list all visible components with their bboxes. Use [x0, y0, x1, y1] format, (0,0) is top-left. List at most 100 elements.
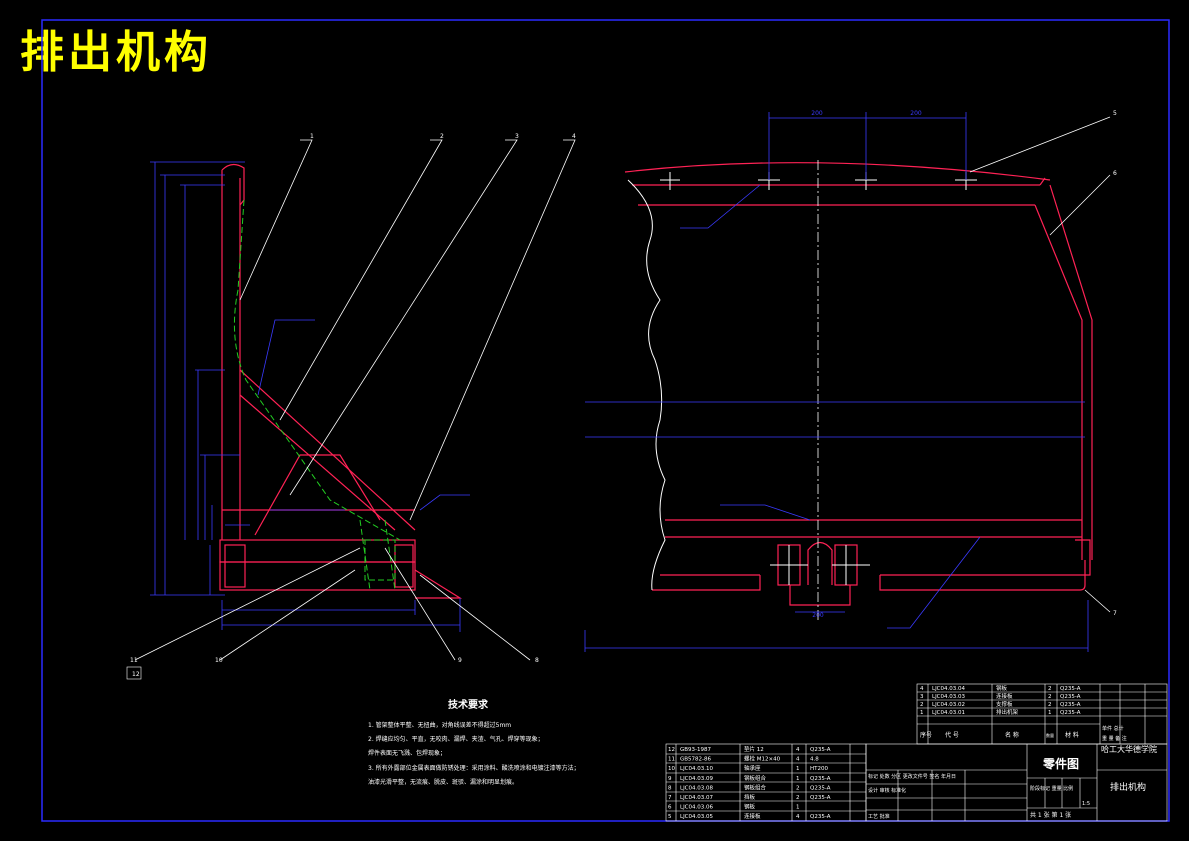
side-view-hidden	[233, 199, 401, 591]
tech-req-heading: 技术要求	[448, 698, 489, 711]
bom-upper-row-name: 钢板	[996, 684, 1008, 692]
bom-lower-row-mat: HT200	[810, 766, 828, 772]
front-view-dimensions	[584, 112, 1089, 652]
bom-lower-row-mat: Q235-A	[810, 814, 831, 820]
sheet-count: 共 1 张 第 1 张	[1030, 811, 1071, 819]
bom-lower-row-no: 10	[668, 766, 675, 772]
balloon-9: 9	[458, 657, 462, 664]
bom-lower-row-name: 轴承座	[744, 764, 761, 772]
tech-req-item: 焊件表面无飞溅、包焊现象；	[368, 749, 446, 757]
dim-label-bottom: 200	[812, 612, 824, 619]
bom-lower-row-name: 钢板	[744, 803, 756, 811]
drawing-frame	[41, 19, 1170, 822]
tech-req-item: 1. 管架整体平整、无扭曲，对角线误差不得超过5mm	[368, 721, 511, 729]
bom-lower-row-qty: 4	[796, 757, 800, 763]
school-name: 哈工大华德学院	[1101, 744, 1157, 754]
bom-upper-row-no: 3	[920, 694, 924, 700]
bom-upper-row-no: 2	[920, 702, 924, 708]
balloon-8: 8	[535, 657, 539, 664]
bom-upper-row-qty: 2	[1048, 686, 1052, 692]
bom-upper-row-qty: 2	[1048, 702, 1052, 708]
bom-upper-header-note: 重 量 备 注	[1102, 735, 1127, 742]
bom-lower-row-no: 9	[668, 776, 672, 782]
bom-upper-header-qty: 数量	[1046, 732, 1054, 738]
title-block: 零件图 哈工大华德学院 排出机构 1:5 共 1 张 第 1 张 阶段标记 重量…	[865, 743, 1168, 822]
bom-lower-row-code: LJC04.03.08	[680, 785, 714, 791]
break-lines	[627, 179, 666, 591]
title-row-1: 标记 处数 分区 更改文件号 签名 年月日	[868, 773, 956, 780]
bom-lower-row-no: 6	[668, 805, 672, 811]
bom-upper-row-mat: Q235-A	[1060, 702, 1081, 708]
balloon-12-box	[126, 666, 142, 680]
bom-upper-row-qty: 2	[1048, 694, 1052, 700]
balloon-3: 3	[515, 133, 519, 140]
scale: 1:5	[1082, 801, 1090, 807]
tech-req-item: 油漆光滑平整，无流痕、脱皮、斑驳、漏涂和明显划痕。	[368, 778, 518, 786]
balloon-5: 5	[1113, 110, 1117, 117]
bom-lower-row-qty: 2	[796, 785, 800, 791]
bom-lower-row-mat: 4.8	[810, 757, 819, 763]
tech-req-item: 3. 所有外露部位金属表面做防锈处理：采用涂料、酸洗喷涂和电镀注漆等方法；	[368, 764, 580, 772]
balloon-2: 2	[440, 133, 444, 140]
bom-lower-row-no: 12	[668, 747, 675, 753]
dim-label-top-left: 200	[811, 110, 823, 117]
bom-upper-row-no: 1	[920, 710, 924, 716]
bom-upper-row-mat: Q235-A	[1060, 686, 1081, 692]
bom-lower-row-code: LJC04.03.07	[680, 795, 714, 801]
bom-upper-header-weight: 单件 总计	[1102, 725, 1124, 732]
bom-lower-row-mat: Q235-A	[810, 747, 831, 753]
bom-lower-row-no: 7	[668, 795, 672, 801]
bom-upper-row-name: 连接板	[996, 692, 1013, 700]
bom-upper-header-mat: 材 料	[1065, 731, 1079, 739]
drawing-type: 零件图	[1042, 756, 1079, 771]
bom-lower-row-code: GB5782-86	[680, 757, 712, 763]
bom-lower-row-code: GB93-1987	[680, 747, 712, 753]
title-row-3: 工艺 批准	[868, 813, 890, 820]
tech-requirements: 技术要求 1. 管架整体平整、无扭曲，对角线误差不得超过5mm 2. 焊缝应均匀…	[368, 698, 580, 786]
bolt-marks	[660, 172, 977, 585]
balloon-7: 7	[1113, 610, 1117, 617]
bom-lower-row-mat: Q235-A	[810, 776, 831, 782]
balloon-11: 11	[130, 657, 138, 664]
bom-lower-row-mat: Q235-A	[810, 785, 831, 791]
bom-lower-row-code: LJC04.03.09	[680, 776, 714, 782]
bom-lower-row-name: 螺栓 M12×40	[744, 755, 781, 763]
bom-upper-row-name: 排出机架	[996, 708, 1019, 716]
balloon-6: 6	[1113, 170, 1117, 177]
drawing-name: 排出机构	[1110, 781, 1146, 793]
bom-lower-row-qty: 1	[796, 766, 800, 772]
bom-lower-row-qty: 2	[796, 795, 800, 801]
bom-upper-row-mat: Q235-A	[1060, 694, 1081, 700]
bom-lower-row-name: 挡板	[744, 793, 756, 801]
stage-labels: 阶段标记 重量 比例	[1030, 785, 1073, 792]
side-view	[219, 163, 463, 599]
bom-upper-header-code: 代 号	[945, 731, 959, 739]
side-view-dimensions	[150, 161, 470, 632]
tech-req-item: 2. 焊缝应均匀、平直，无咬肉、漏焊、夹渣、气孔、焊穿等现象；	[368, 735, 544, 743]
balloon-12: 12	[132, 671, 140, 678]
bom-lower-row-qty: 4	[796, 814, 800, 820]
bom-upper-row-mat: Q235-A	[1060, 710, 1081, 716]
bom-upper-row-name: 支撑板	[996, 700, 1013, 708]
bom-lower-row-code: LJC04.03.06	[680, 805, 714, 811]
balloon-4: 4	[572, 133, 576, 140]
bom-lower-row-code: LJC04.03.10	[680, 766, 714, 772]
bom-lower-row-no: 5	[668, 814, 672, 820]
bom-lower-row-name: 钢板组合	[744, 774, 767, 782]
bom-lower-row-qty: 1	[796, 805, 800, 811]
leader-lines	[134, 116, 1111, 661]
bom-lower-row-code: LJC04.03.05	[680, 814, 714, 820]
bom-lower-row-name: 钢板组合	[744, 783, 767, 791]
title-row-2: 设计 审核 标准化	[868, 787, 906, 794]
bom-upper-row-code: LJC04.03.02	[932, 702, 965, 708]
bom-upper-header-name: 名 称	[1005, 731, 1019, 739]
dim-label-top-right: 200	[910, 110, 922, 117]
bom-upper-row-code: LJC04.03.03	[932, 694, 966, 700]
bom-lower-row-no: 11	[668, 757, 675, 763]
balloon-1: 1	[310, 133, 314, 140]
bom-upper-row-code: LJC04.03.04	[932, 686, 966, 692]
bom-lower-row-qty: 1	[796, 776, 800, 782]
